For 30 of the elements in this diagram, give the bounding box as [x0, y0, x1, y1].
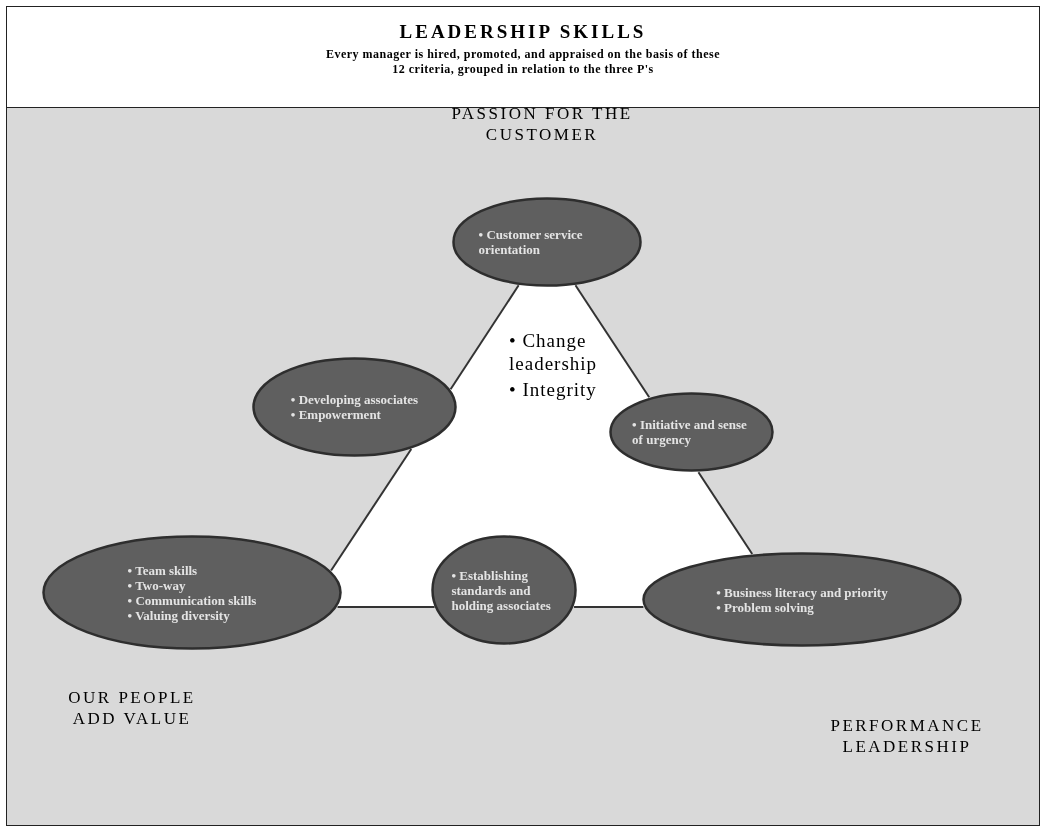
skill-ellipse	[642, 552, 962, 647]
skill-ellipse	[431, 535, 577, 645]
triangle-side-line	[449, 284, 520, 391]
skill-text: • Initiative and sense of urgency	[632, 417, 748, 447]
skill-text: • Team skills	[127, 562, 199, 578]
skill-text: • Communication skills	[127, 592, 257, 608]
triangle-side-line	[336, 606, 436, 608]
skill-text: • Two-way	[127, 577, 187, 593]
triangle-side-line	[574, 284, 651, 399]
group-heading: PASSION FOR THE CUSTOMER	[450, 103, 634, 145]
caption: Every manager is hired, promoted, and appraised on the basis of these 12 criteria, grouped in relation to the three P's	[324, 47, 722, 77]
triangle-side-line	[697, 471, 754, 556]
skill-ellipse	[42, 535, 342, 650]
group-heading: PERFORMANCE LEADERSHIP	[829, 715, 985, 757]
skill-text: • Problem solving	[716, 599, 814, 615]
skill-text: • Establishing standards and holding associates	[451, 567, 552, 613]
skill-text: • Valuing diversity	[127, 607, 231, 623]
core-skill-text: • Integrity	[509, 378, 598, 401]
skill-ellipse	[609, 392, 774, 472]
diagram-title: LEADERSHIP SKILLS	[398, 21, 648, 43]
skill-ellipse	[452, 197, 642, 287]
skill-ellipse	[252, 357, 457, 457]
core-skill-text: • Change leadership	[509, 329, 599, 375]
skill-text: • Business literacy and priority	[716, 584, 888, 600]
group-heading: OUR PEOPLE ADD VALUE	[67, 687, 197, 729]
triangle-side-line	[330, 448, 413, 572]
skill-text: • Empowerment	[290, 407, 382, 422]
skill-text: • Developing associates	[290, 392, 419, 407]
skill-text: • Customer service orientation	[478, 227, 584, 257]
triangle-side-line	[573, 606, 645, 608]
